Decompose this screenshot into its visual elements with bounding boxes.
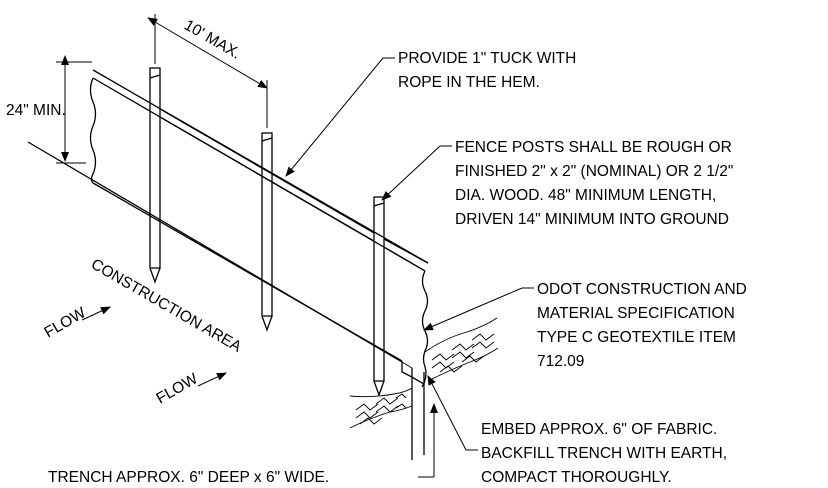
leader-geotextile xyxy=(423,287,534,331)
flow-label-upper: FLOW xyxy=(42,304,90,341)
note-trench: TRENCH APPROX. 6" DEEP x 6" WIDE. xyxy=(48,469,329,486)
note-embed-line-2: BACKFILL TRENCH WITH EARTH, xyxy=(481,445,727,462)
flow-arrow-upper xyxy=(81,306,111,321)
note-tuck-line-1: PROVIDE 1" TUCK WITH xyxy=(398,50,576,67)
note-geotextile-line-1: ODOT CONSTRUCTION AND xyxy=(537,281,747,298)
note-embed-line-3: COMPACT THOROUGHLY. xyxy=(481,469,672,486)
trench xyxy=(411,368,425,460)
note-geotextile-line-3: TYPE C GEOTEXTILE ITEM xyxy=(537,329,736,346)
leader-posts xyxy=(381,145,452,201)
note-posts-line-3: DIA. WOOD. 48" MINIMUM LENGTH, xyxy=(455,187,716,204)
note-geotextile-line-4: 712.09 xyxy=(537,353,584,370)
fence-post-2 xyxy=(261,132,273,332)
note-tuck-line-2: ROPE IN THE HEM. xyxy=(398,74,540,91)
ground-line xyxy=(27,141,413,369)
dimension-spacing xyxy=(147,14,268,128)
fence-post-3 xyxy=(373,196,385,397)
fabric-panel xyxy=(89,69,429,388)
leader-tuck xyxy=(285,57,395,177)
note-posts-line-2: FINISHED 2" x 2" (NOMINAL) OR 2 1/2" xyxy=(455,163,733,180)
hem-front xyxy=(159,108,429,272)
dimension-height xyxy=(56,55,92,164)
fence-post-1 xyxy=(149,67,161,284)
leader-embed xyxy=(427,375,478,451)
leader-trench xyxy=(418,403,438,478)
construction-area-label: CONSTRUCTION AREA xyxy=(88,256,245,356)
note-geotextile-line-2: MATERIAL SPECIFICATION xyxy=(537,305,735,322)
note-embed-line-1: EMBED APPROX. 6" OF FABRIC. xyxy=(481,421,717,438)
note-posts-line-4: DRIVEN 14" MINIMUM INTO GROUND xyxy=(455,211,729,228)
note-posts-line-1: FENCE POSTS SHALL BE ROUGH OR xyxy=(455,139,732,156)
soil-hatch xyxy=(349,317,499,429)
flow-arrow-lower xyxy=(197,372,227,387)
dimension-height-label: 24" MIN. xyxy=(6,102,66,119)
flow-label-lower: FLOW xyxy=(154,370,202,407)
